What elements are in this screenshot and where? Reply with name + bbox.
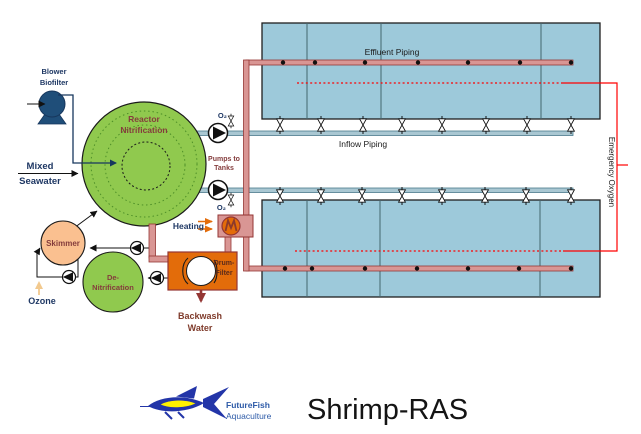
- reactor-label-line2: Nitrification: [120, 125, 167, 135]
- drum-filter-label-line1: Drum-: [214, 260, 235, 267]
- pumps-to-tanks-label-line2: Tanks: [214, 165, 234, 172]
- skimmer-vessel: [40, 220, 86, 266]
- page-title: Shrimp-RAS: [307, 394, 468, 426]
- blower-label-line1: Blower: [41, 67, 66, 76]
- skimmer-to-reactor-arrow: [73, 210, 98, 229]
- pumps-to-tanks-label-line1: Pumps to: [208, 156, 240, 163]
- emergency-oxygen-label: Emergency Oxygen: [607, 137, 616, 207]
- heat-exchanger: [198, 214, 254, 254]
- futurefish-logo: FutureFish Aquaculture: [140, 386, 272, 421]
- o2-injection-bottom: [227, 192, 235, 208]
- inflow-piping-label: Inflow Piping: [339, 139, 387, 149]
- o2-label-bottom: O₂: [217, 203, 226, 212]
- drum-arc-right: [213, 259, 218, 284]
- denit-label-line2: Nitrification: [92, 283, 134, 292]
- reactor-nitrification-vessel: [81, 101, 207, 227]
- blower-biofilter-unit: [27, 90, 117, 167]
- logo-text-line2: Aquaculture: [226, 411, 272, 421]
- emergency-oxygen-line: [295, 82, 628, 252]
- o2-label-top: O₂: [218, 111, 227, 120]
- denit-label-line1: De-: [107, 273, 120, 282]
- drum-filter: [167, 251, 238, 291]
- fish-icon: [140, 386, 229, 420]
- heat-coil-glyph: [224, 217, 238, 232]
- mixed-seawater-label-line2: Seawater: [19, 176, 61, 187]
- tank-row-top: [261, 22, 601, 120]
- backwash-label-line2: Water: [188, 323, 213, 333]
- drum-filter-label-line2: Filter: [215, 270, 232, 277]
- heating-label: Heating: [173, 221, 204, 231]
- denitrification-vessel: [82, 251, 144, 313]
- inflow-piping-top: [195, 130, 574, 136]
- mixed-seawater-label-line1: Mixed: [27, 161, 54, 172]
- blower-label-line2: Biofilter: [40, 78, 68, 87]
- inflow-piping-bottom: [195, 187, 574, 193]
- logo-text-line1: FutureFish: [226, 400, 270, 410]
- o2-injection-top: [227, 113, 235, 129]
- blower-air-line: [58, 94, 117, 167]
- effluent-return-pipe: [243, 59, 250, 272]
- effluent-piping-label: Effluent Piping: [365, 47, 420, 57]
- skimmer-label: Skimmer: [46, 239, 80, 248]
- ozone-label: Ozone: [28, 296, 56, 306]
- backwash-label-line1: Backwash: [178, 311, 222, 321]
- effluent-piping-bottom: [245, 265, 574, 272]
- reactor-drain-pipe: [148, 223, 170, 263]
- tank-row-bottom: [261, 199, 601, 298]
- drum-arc-left: [182, 257, 189, 285]
- reactor-label-line1: Reactor: [128, 114, 160, 124]
- effluent-piping-top: [245, 59, 574, 66]
